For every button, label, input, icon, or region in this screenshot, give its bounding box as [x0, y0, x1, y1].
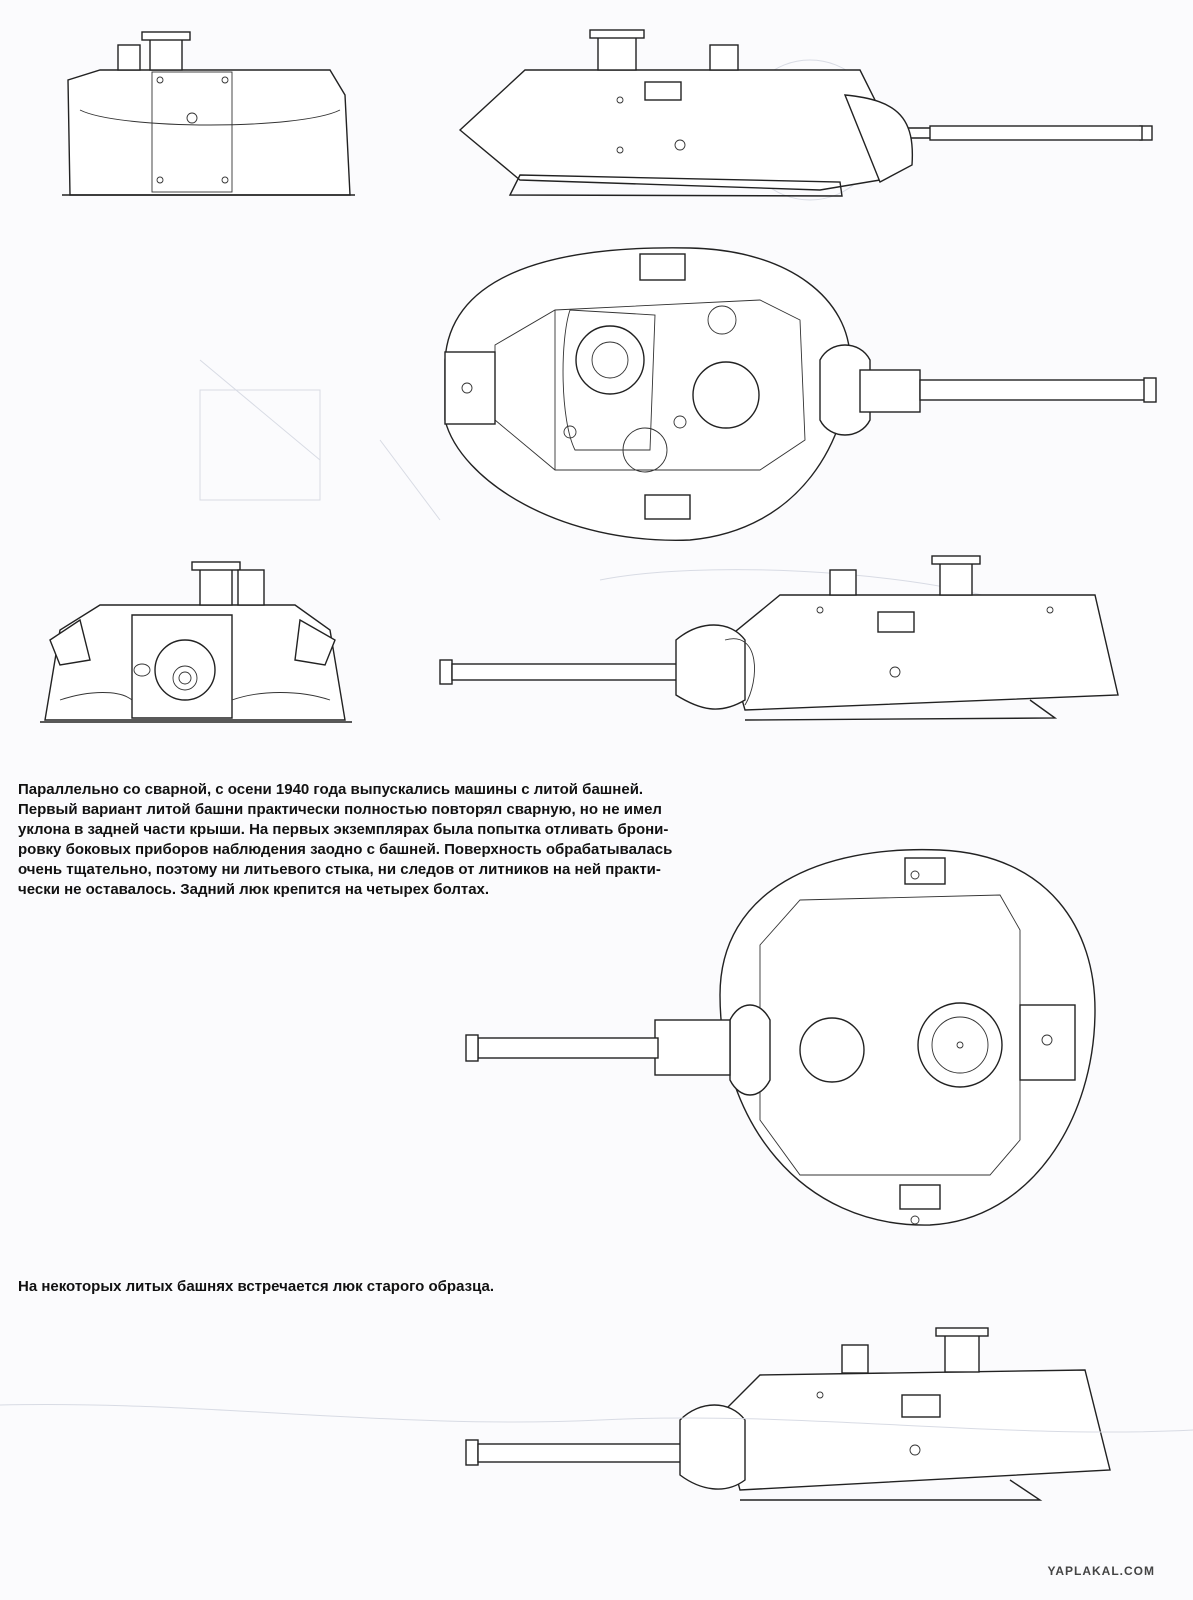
watermark: YAPLAKAL.COM — [1047, 1564, 1155, 1578]
caption-line: уклона в задней части крыши. На первых э… — [18, 821, 669, 838]
turret-front-view — [40, 561, 352, 723]
caption-old-hatch: На некоторых литых башнях встречается лю… — [18, 1278, 494, 1295]
turret-side-view-gun-right — [458, 29, 1153, 197]
turret-side-view-gun-left — [439, 555, 1119, 721]
caption-line: очень тщательно, поэтому ни литьевого ст… — [18, 861, 661, 878]
caption-line: Первый вариант литой башни практически п… — [18, 801, 662, 818]
turret-top-view-gun-right — [444, 247, 1157, 541]
turret-side-view-gun-left-old-hatch — [465, 1327, 1111, 1501]
caption-line: Параллельно со сварной, с осени 1940 год… — [18, 781, 644, 798]
caption-cast-turret: Параллельно со сварной, с осени 1940 год… — [18, 780, 738, 900]
caption-line: ровку боковых приборов наблюдения заодно… — [18, 841, 673, 858]
turret-top-view-gun-left — [465, 848, 1096, 1226]
caption-line: чески не оставалось. Задний люк крепится… — [18, 881, 490, 898]
turret-rear-view-welded — [62, 31, 355, 196]
torn-edge — [0, 1403, 1193, 1433]
